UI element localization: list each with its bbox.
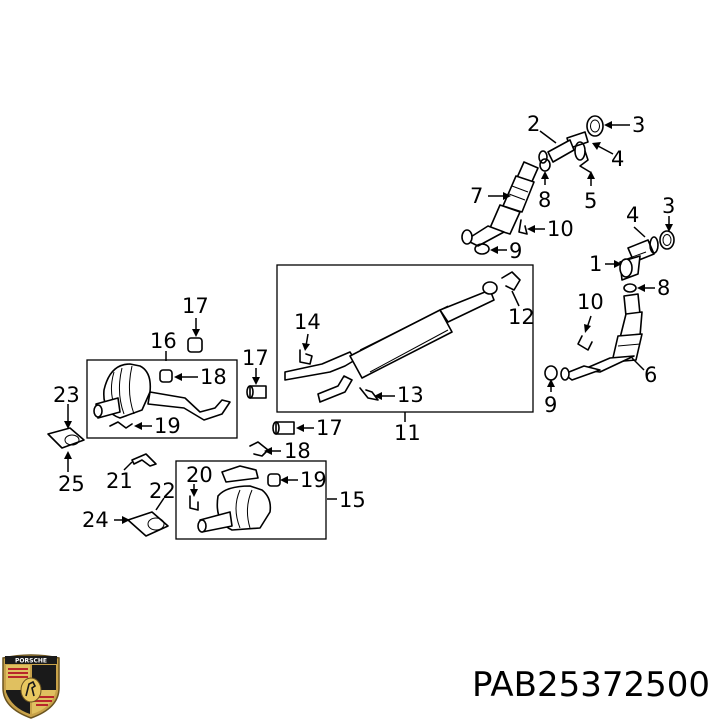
- callout-6: 6: [644, 363, 657, 387]
- part-11-center-pipe: [284, 281, 498, 403]
- part-18-hanger-lower: [249, 441, 269, 457]
- part-23-tailpipe-trim: [47, 427, 85, 449]
- callout-17-upper: 17: [242, 346, 269, 370]
- part-10-bracket-right: [577, 335, 593, 351]
- callout-1: 1: [589, 252, 602, 276]
- callout-8-right: 8: [657, 276, 670, 300]
- part-17-mount-lower: [272, 421, 295, 435]
- part-15-rear-muffler-right: [197, 465, 272, 533]
- callout-10-upper: 10: [547, 217, 574, 241]
- callout-17-lower: 17: [316, 416, 343, 440]
- part-3-gasket-upper: [586, 115, 604, 137]
- part-16-rear-muffler-left: [93, 363, 231, 421]
- callout-14: 14: [294, 310, 321, 334]
- part-5-bracket-upper: [579, 150, 591, 173]
- callout-9-right: 9: [544, 393, 557, 417]
- callout-3-right: 3: [662, 194, 675, 218]
- logo-lettering: PORSCHE: [15, 658, 47, 665]
- callout-16: 16: [150, 329, 177, 353]
- part-7-front-pipe: [461, 131, 589, 247]
- callout-20-left: 19: [154, 414, 181, 438]
- part-13-hanger: [359, 387, 379, 401]
- part-6-pipe-right: [560, 293, 643, 381]
- part-21-bracket: [131, 453, 157, 467]
- porsche-crest-logo: PORSCHE: [2, 654, 60, 719]
- callout-22: 22: [149, 479, 176, 503]
- part-10-bracket-upper: [518, 219, 528, 235]
- callout-19-left: 18: [200, 365, 227, 389]
- right-muffler-group-box: [175, 460, 327, 540]
- part-4-clamp-right: [649, 236, 659, 254]
- part-12-hanger: [501, 271, 521, 291]
- callout-8-upper: 8: [538, 188, 551, 212]
- left-muffler-group-box: [86, 359, 238, 439]
- part-9-clamp-right: [544, 365, 558, 381]
- callout-21: 21: [106, 469, 133, 493]
- callout-19-right: 19: [300, 468, 327, 492]
- callout-24: 24: [82, 508, 109, 532]
- callout-4-upper: 4: [611, 147, 624, 171]
- callout-9-upper: 9: [509, 239, 522, 263]
- callout-20-right: 20: [186, 463, 213, 487]
- callout-3-upper: 3: [632, 113, 645, 137]
- callout-25: 25: [58, 472, 85, 496]
- callout-7: 7: [470, 184, 483, 208]
- part-9-clamp-upper: [474, 243, 490, 255]
- part-17-mount-upper: [246, 385, 267, 399]
- part-18-hanger-upper: [187, 337, 203, 353]
- leader-lines: [64, 121, 673, 524]
- part-number: PAB25372500: [472, 665, 710, 705]
- callout-15: 15: [339, 488, 366, 512]
- callout-5: 5: [584, 189, 597, 213]
- part-14-hanger: [299, 349, 313, 365]
- part-20-bracket-left: [109, 421, 133, 429]
- callout-labels: 2 3 4 5 8 7 10 9 4 3 1 8 10 6 9 12 14 13…: [53, 112, 675, 532]
- part-8-clamp-right: [623, 283, 637, 293]
- callout-2: 2: [527, 112, 540, 136]
- part-19-hanger-left: [159, 369, 173, 383]
- part-19-hanger-right: [267, 473, 281, 487]
- callout-11: 11: [394, 421, 421, 445]
- callout-10-right: 10: [577, 290, 604, 314]
- callout-23: 23: [53, 383, 80, 407]
- part-3-gasket-right: [659, 230, 675, 250]
- callout-18-upper: 17: [182, 294, 209, 318]
- callout-12: 12: [508, 305, 535, 329]
- part-24-tailpipe-trim: [127, 511, 169, 537]
- part-1-front-pipe: [619, 239, 655, 281]
- callout-4-right: 4: [626, 203, 639, 227]
- callout-18-lower: 18: [284, 439, 311, 463]
- callout-13: 13: [397, 383, 424, 407]
- part-20-bracket-right: [189, 495, 199, 511]
